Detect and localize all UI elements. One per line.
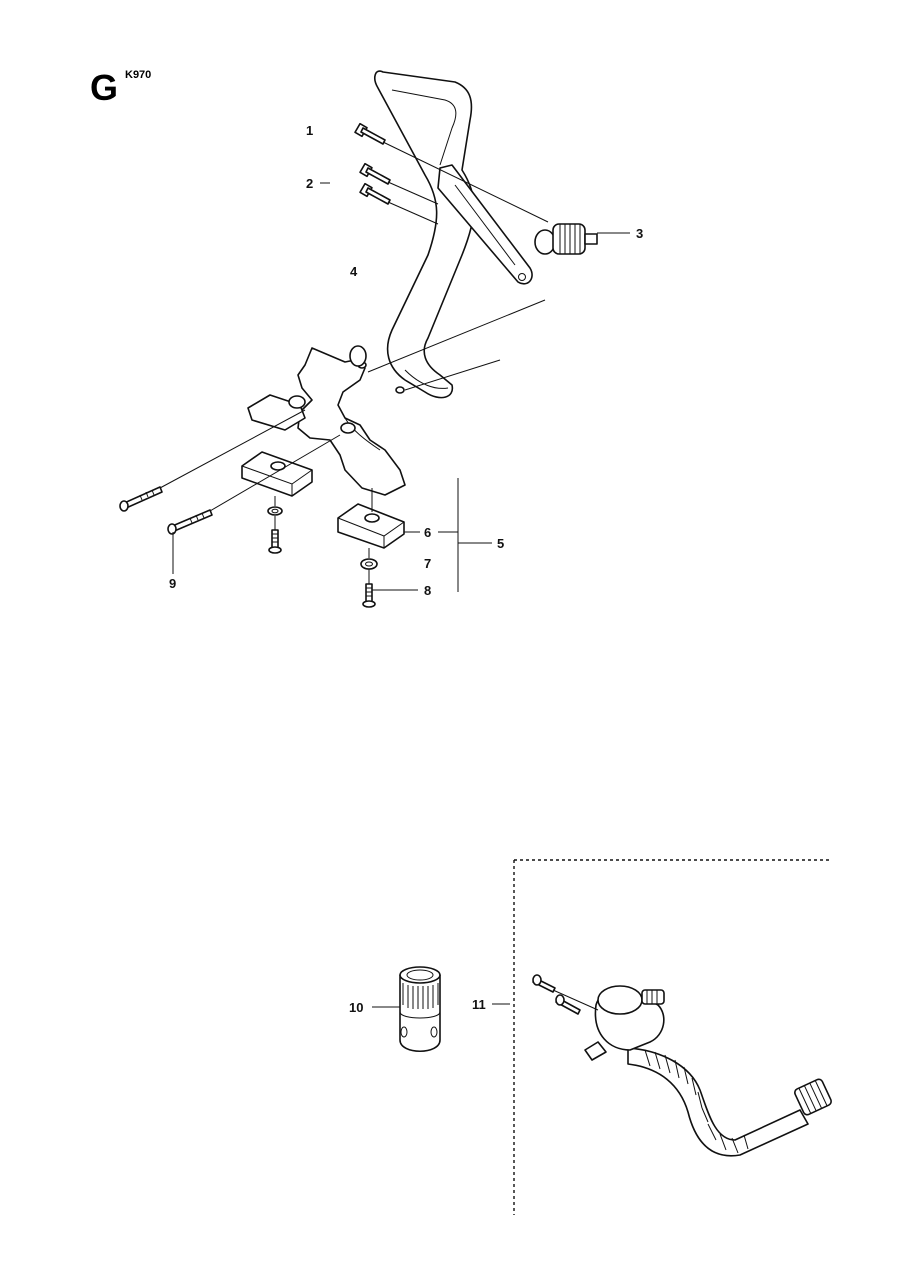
callout-1: 1: [306, 123, 313, 138]
long-bolt-9: [167, 509, 213, 535]
valve-hose-part-11: [532, 974, 832, 1157]
washer-7: [360, 558, 378, 570]
bolt-2b: [359, 182, 391, 205]
rubber-block-left: [247, 394, 306, 431]
callout-5: 5: [497, 536, 504, 551]
fitting-part-10: [399, 966, 441, 1052]
buffer-left: [241, 451, 313, 497]
section-letter: G: [90, 67, 118, 108]
screw-left: [268, 529, 282, 554]
screw-8: [362, 583, 376, 608]
kit-boundary: [513, 859, 830, 1215]
assembly-lines: [159, 141, 549, 584]
callout-3: 3: [636, 226, 643, 241]
spring-part-3: [534, 223, 598, 255]
front-handle: [374, 70, 533, 399]
callout-labels: 1 2 3 4 5 6 7 8 9 10 11: [169, 123, 643, 1015]
callout-4: 4: [350, 264, 358, 279]
callout-2: 2: [306, 176, 313, 191]
washer-left: [267, 506, 283, 516]
bolt-2a: [359, 162, 391, 185]
long-bolt-upper: [119, 486, 163, 512]
callout-6: 6: [424, 525, 431, 540]
callout-9: 9: [169, 576, 176, 591]
callout-7: 7: [424, 556, 431, 571]
callout-10: 10: [349, 1000, 363, 1015]
leader-lines: [172, 182, 630, 1008]
buffer-6: [337, 503, 405, 549]
callout-11: 11: [472, 997, 486, 1012]
model-code: K970: [125, 69, 151, 81]
bolt-1: [354, 122, 386, 145]
mount-bracket: [297, 345, 406, 496]
callout-8: 8: [424, 583, 431, 598]
